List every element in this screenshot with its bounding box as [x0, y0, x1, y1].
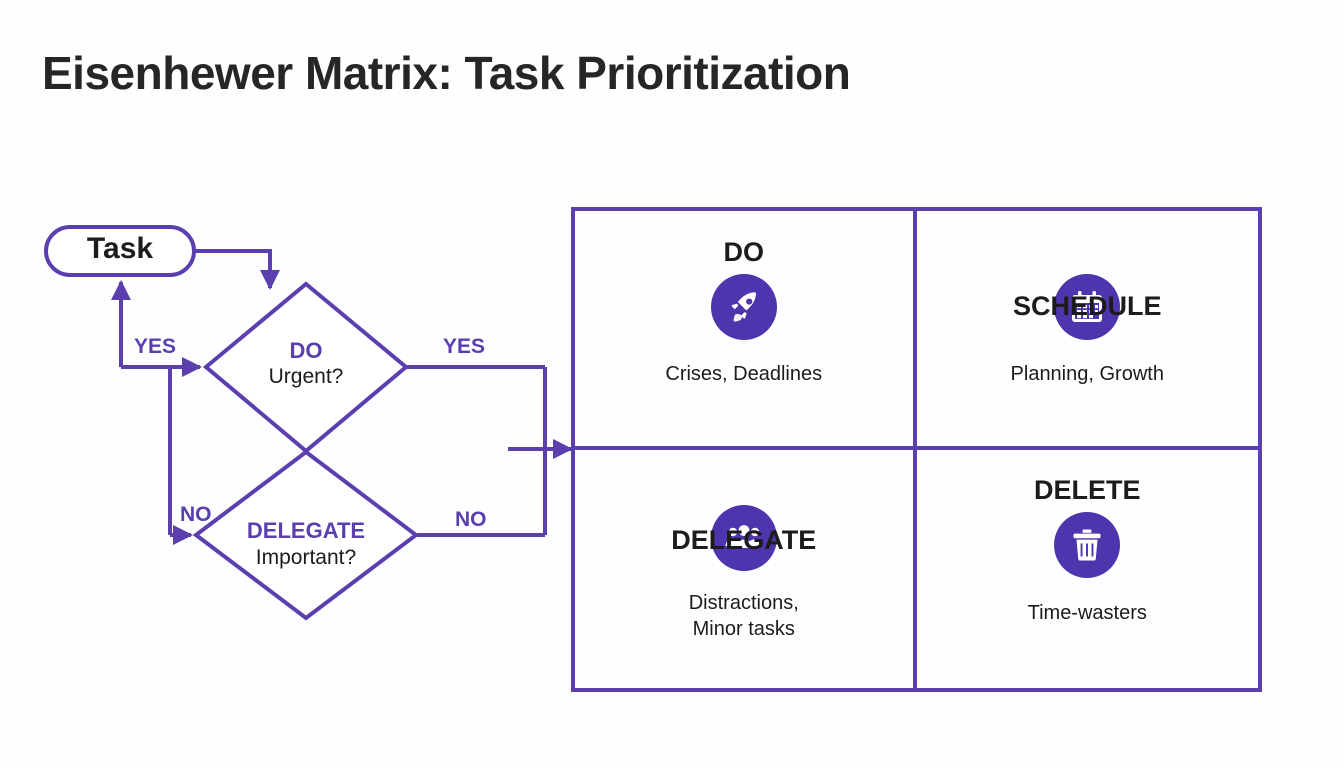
quadrant-delegate-title: DELEGATE [671, 524, 817, 555]
page-title: Eisenhewer Matrix: Task Prioritization [42, 47, 851, 99]
delegate-diamond-shape [192, 449, 420, 621]
quadrant-do[interactable]: DO Crises, Deadlines [575, 211, 917, 450]
quadrant-delegate-description-line2: Minor tasks [692, 617, 795, 640]
trash-icon [1054, 511, 1121, 578]
edge-task-to-do [194, 249, 280, 290]
quadrant-delete-description: Time-wasters [1027, 601, 1147, 624]
people-group-icon [710, 504, 777, 571]
quadrant-delegate-description: Distractions, Minor tasks [575, 590, 913, 642]
quadrant-do-description: Crises, Deadlines [665, 363, 823, 385]
quadrant-schedule[interactable]: SCHEDULE Planning, Growth [916, 211, 1258, 450]
quadrant-delegate[interactable]: DELEGATE Distractions, Minor tasks [575, 449, 917, 688]
calendar-icon [1054, 274, 1121, 340]
quadrant-delete-title: DELETE [1033, 474, 1141, 505]
do-diamond-shape [202, 281, 410, 454]
quadrant-delegate-description-line1: Distractions, [688, 591, 799, 614]
eisenhower-matrix: DO Crises, Deadlines [571, 207, 1262, 692]
quadrant-delete[interactable]: DELETE Time-wasters [917, 450, 1259, 689]
quadrant-do-title: DO [723, 237, 765, 267]
quadrant-schedule-description: Planning, Growth [1010, 363, 1164, 385]
task-node-shape [44, 225, 196, 277]
rocket-icon [710, 274, 777, 340]
quadrant-schedule-title: SCHEDULE [1012, 291, 1162, 321]
